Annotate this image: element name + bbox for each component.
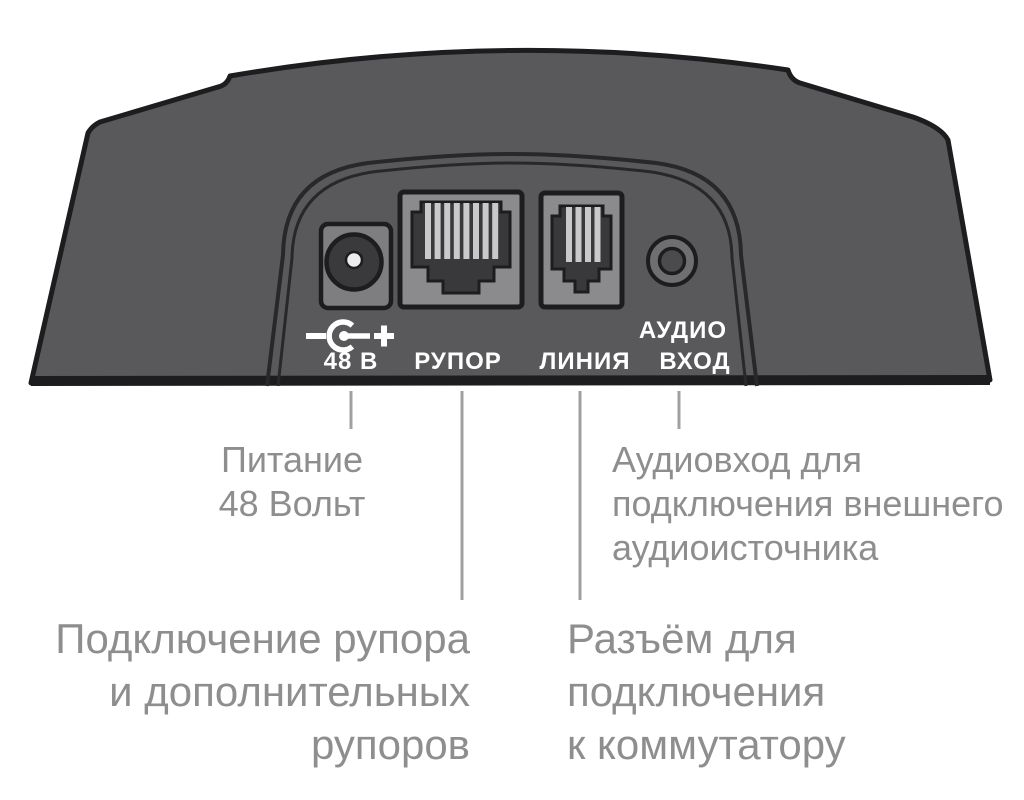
label-line-port: ЛИНИЯ [540,348,631,375]
callout-line-line3: к коммутатору [567,721,846,768]
label-audio-line1: АУДИО [639,317,727,344]
audio-input-jack [646,235,698,287]
callout-line-line2: подключения [567,668,826,715]
dc-center-pin [344,250,364,270]
callout-line: Разъём для подключения к коммутатору [567,612,987,771]
label-audio-line2: ВХОД [659,348,730,375]
callout-power: Питание 48 Вольт [172,438,412,526]
callout-audio-line2: подключения внешнего [612,483,1004,524]
callout-audio-line3: аудиоисточника [612,527,879,568]
polarity-icon [306,319,394,353]
dc-power-jack [318,221,394,311]
callout-horn-line3: рупоров [310,721,470,768]
rj45-horn-port [397,189,525,310]
callout-horn-line2: и дополнительных [109,668,470,715]
callout-horn-line1: Подключение рупора [55,615,470,662]
callout-audio-line1: Аудиовход для [612,439,863,480]
callout-audio: Аудиовход для подключения внешнего аудио… [612,438,1024,570]
rj45-pins [425,203,499,259]
connector-panel-arch-outer [265,151,759,387]
label-48v: 48 В [324,348,379,375]
rj11-pins [566,207,601,262]
callout-power-line2: 48 Вольт [218,483,366,524]
device-bottom-edge [30,375,991,386]
connector-panel-arch-inner [276,161,748,387]
rj11-line-port [538,190,625,310]
callout-line-line1: Разъём для [567,615,797,662]
callout-power-line1: Питание [220,439,364,480]
label-horn-port: РУПОР [414,348,502,375]
callout-horn: Подключение рупора и дополнительных рупо… [30,612,470,771]
